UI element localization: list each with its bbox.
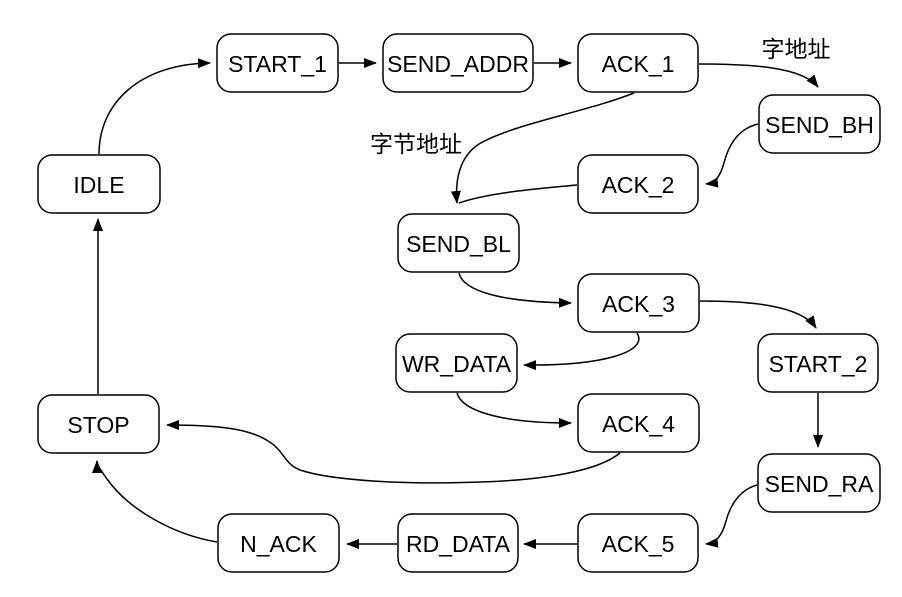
node-box bbox=[757, 453, 881, 513]
edge-ack-4-to-stop bbox=[166, 420, 621, 484]
state-node-stop: STOP bbox=[37, 394, 160, 454]
node-label: SEND_BL bbox=[406, 231, 511, 257]
node-box bbox=[577, 33, 699, 93]
node-label: N_ACK bbox=[240, 531, 317, 557]
node-label: WR_DATA bbox=[402, 351, 512, 377]
node-label: START_2 bbox=[769, 351, 868, 377]
node-box bbox=[395, 333, 518, 393]
state-node-rd-data: RD_DATA bbox=[397, 513, 519, 573]
node-label: ACK_2 bbox=[602, 172, 675, 198]
state-node-send-bl: SEND_BL bbox=[397, 213, 520, 273]
edge-ack-3-to-wr-data bbox=[523, 332, 640, 371]
node-label: SEND_RA bbox=[765, 471, 874, 497]
node-box bbox=[382, 33, 534, 93]
node-label: SEND_BH bbox=[765, 112, 874, 138]
node-box bbox=[577, 393, 700, 453]
node-label: IDLE bbox=[73, 172, 124, 198]
node-box bbox=[397, 213, 520, 273]
edges-layer bbox=[92, 58, 823, 549]
node-box bbox=[757, 333, 879, 393]
node-box bbox=[217, 513, 340, 573]
node-box bbox=[577, 273, 700, 333]
node-label: ACK_4 bbox=[602, 411, 675, 437]
state-node-start-2: START_2 bbox=[757, 333, 879, 393]
node-box bbox=[37, 394, 160, 454]
node-box bbox=[758, 94, 881, 154]
node-label: SEND_ADDR bbox=[387, 51, 529, 77]
state-node-ack-4: ACK_4 bbox=[577, 393, 700, 453]
edge-send-bl-to-ack-3 bbox=[458, 272, 572, 308]
state-node-send-ra: SEND_RA bbox=[757, 453, 881, 513]
node-label: ACK_3 bbox=[602, 291, 675, 317]
state-node-send-bh: SEND_BH bbox=[758, 94, 881, 154]
node-label: RD_DATA bbox=[406, 531, 511, 557]
edge-ack-1-to-send-bh bbox=[698, 63, 819, 88]
state-node-wr-data: WR_DATA bbox=[395, 333, 518, 393]
node-label: STOP bbox=[67, 412, 129, 438]
node-box bbox=[216, 33, 339, 93]
edge-label-word-address: 字地址 bbox=[762, 36, 831, 62]
node-box bbox=[37, 154, 161, 214]
edge-ack-3-to-start-2 bbox=[699, 300, 817, 329]
node-label: START_1 bbox=[228, 51, 327, 77]
node-box bbox=[397, 513, 519, 573]
state-node-send-addr: SEND_ADDR bbox=[382, 33, 534, 93]
node-box bbox=[577, 154, 699, 214]
edge-ack-1-to-send-bl bbox=[450, 92, 635, 204]
edge-send-bh-to-ack-2 bbox=[705, 123, 759, 188]
node-label: ACK_5 bbox=[602, 531, 675, 557]
node-box bbox=[577, 513, 699, 573]
state-node-ack-2: ACK_2 bbox=[577, 154, 699, 214]
edge-send-ra-to-ack-5 bbox=[705, 484, 758, 548]
edge-ack-2-to-send-bl bbox=[458, 184, 578, 204]
state-node-ack-1: ACK_1 bbox=[577, 33, 699, 93]
edge-wr-data-to-ack-4 bbox=[456, 392, 572, 428]
state-node-n-ack: N_ACK bbox=[217, 513, 340, 573]
state-node-start-1: START_1 bbox=[216, 33, 339, 93]
state-node-idle: IDLE bbox=[37, 154, 161, 214]
state-node-ack-5: ACK_5 bbox=[577, 513, 699, 573]
edge-idle-to-start-1 bbox=[98, 58, 211, 155]
edge-n-ack-to-stop bbox=[92, 460, 218, 543]
state-node-ack-3: ACK_3 bbox=[577, 273, 700, 333]
edge-label-byte-address: 字节地址 bbox=[370, 131, 462, 157]
node-label: ACK_1 bbox=[602, 51, 675, 77]
